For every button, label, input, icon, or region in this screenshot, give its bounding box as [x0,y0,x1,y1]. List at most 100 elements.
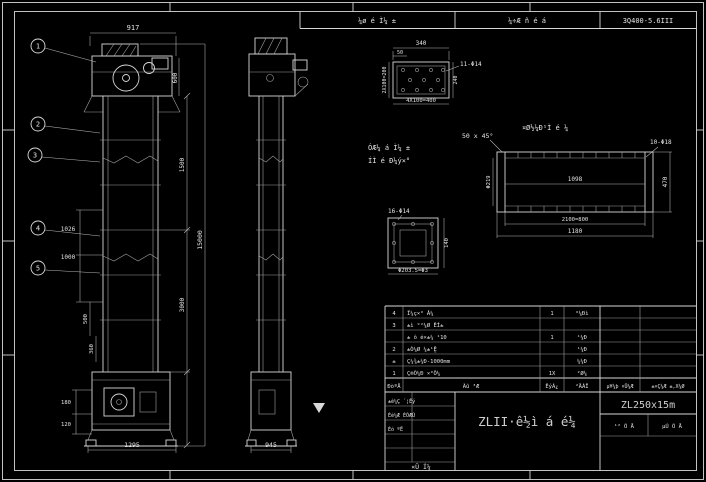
bom-header-unit: µ¥¼þ ×Ü¼Æ [606,383,633,390]
bom-row: 2 ±Ò¼Ø ¼±¹Ê̼ ¹¼Ð [392,345,587,353]
side-boot-door [258,389,276,415]
bom-cell-mat: ¹¼Ð [577,334,587,341]
balloon-5-label: 5 [36,265,40,273]
header-cell-2: ¼÷Æ ñ é á [508,17,546,25]
dim-casing-outer: 1180 [568,228,583,235]
plate-detail: 340 50 11-Φ14 2X100=200 240 4X100=400 [382,40,482,105]
bom-row: ± ô é×±¼ ¹10 1 ¹¼Ð [407,334,587,341]
head-pulley [112,64,140,92]
head-casing [91,55,173,97]
dim-top-width: 917 [127,24,140,32]
casing-detail: ¤Ø½¼Ð¹Ì é ¼ 50 x 45° 10-Φ18 1098 2100=80… [462,123,672,238]
dim-upper-height: 1500 [179,157,186,172]
dim-boot-a: 180 [61,400,71,406]
header-cell-1: ¼ø é Ì¼ ± [358,16,396,25]
flange-outline [387,217,439,269]
balloon-2-label: 2 [36,121,40,129]
bom-cell-mat: °¼Ðì [575,310,588,317]
bom-cell-qty: 1 [550,335,553,341]
balloon-4 [30,220,46,236]
bom-cell-name: ±ì °²¼Ø ÊÌ± [407,321,444,329]
dim-side-bottom-width: 945 [265,441,277,449]
side-head-casing [248,53,296,97]
side-view: 945 [245,37,325,453]
dim-left-b: 1000 [61,254,76,261]
bom-cell-name: ± ô é×±¼ ¹10 [407,334,447,341]
model-number: ZL250x15m [621,400,675,411]
note-line-1: ÓÆ¼ á Ì¼ ± [368,143,410,152]
dim-plate-right: 240 [453,75,459,84]
bom-cell-qty: 1X [549,371,556,377]
bom-header-note: ±×Ç¼Æ ±,X¼Ø [651,383,684,390]
drive-sprocket [143,62,155,74]
label-flange-holes: 16-Φ14 [388,208,410,215]
bom-row: 3 ±ì °²¼Ø ÊÌ± [392,321,444,329]
dim-plate-left: 2X100=200 [382,66,388,93]
dim-left-d: 360 [89,344,95,354]
drawing-code: 3Q400-5.6III [623,17,674,25]
dim-casing-mid: 2100=800 [562,217,589,223]
dim-casing-inner: 1098 [568,176,583,183]
label-plate-holes: 11-Φ14 [460,61,482,68]
bom-header-name: Ãû ³Æ [463,383,480,390]
dim-left-c: 500 [83,314,89,324]
sig-row-2: Éó ºË [388,425,403,433]
sig-row-1: Éè¼Æ ÈÕÆÚ [388,411,415,419]
dim-casing-left: Φ219 [486,175,492,188]
balloon-3-label: 3 [33,152,37,160]
balloon-4-label: 4 [36,225,40,233]
bom-row: 4 Ï¼ç×° Â¼ 1 °¼Ðì [392,310,588,317]
side-boot-casing [250,371,292,431]
dim-total-height: 15000 [196,230,204,250]
revision-header: ¼ø é Ì¼ ± ¼÷Æ ñ é á 3Q400-5.6III [299,11,697,29]
dim-flange-right: 140 [444,238,450,248]
bom-cell-no: 3 [392,323,395,329]
sheet-type-label: ×Ü Í¼ [411,462,431,471]
bom-cell-mat: ²Ø¼ [577,370,587,377]
dim-left-a: 1026 [61,226,76,233]
front-view: 1 2 3 4 5 917 600 1026 1000 500 360 [27,24,206,453]
bom-cell-mat: ¹¼Ð [577,346,587,353]
bom-cell-name: Ç¼¾±¼Ð-1000mm [407,359,451,365]
bom-cell-name: Ï¼ç×° Â¼ [407,310,434,317]
title-block: ZL250x15m ¹² Õ Å µÚ Õ Å ZLII·ê½ì á é¼ ±ê… [385,392,697,471]
bom-row: 1 Ç®Õ¼Ð ×°Ô¼ 1X ²Ø¼ [392,370,587,377]
casing-outline [496,151,654,213]
bom-table: ÐòºÅ Ãû ³Æ ÊýÁ¿ ²ÄÁÏ µ¥¼þ ×Ü¼Æ ±×Ç¼Æ ±,X… [384,305,697,471]
bom-cell-no: 2 [392,347,395,353]
foot-right [165,439,177,447]
drawing-title: ZLII·ê½ì á é¼ [478,414,576,429]
dim-boot-b: 120 [61,422,71,428]
plate-outline [392,61,450,99]
balloon-1 [30,38,46,54]
sig-row-0: ±ê¼Ç ´¦Êý [388,397,415,405]
bom-cell-name: Ç®Õ¼Ð ×°Ô¼ [407,370,440,377]
dim-mid-height: 3000 [179,297,186,312]
bom-header-qty: ÊýÁ¿ [545,382,558,390]
casing-caption: ¤Ø½¼Ð¹Ì é ¼ [522,123,568,132]
balloon-5 [30,260,46,276]
bom-header-mat: ²ÄÁÏ [575,383,588,390]
balloon-2 [30,116,46,132]
bom-cell-mat: ¼¼Ð [577,359,587,365]
drive-motor [151,57,169,70]
label-chamfer: 50 x 45° [462,132,493,140]
dim-flange-bottom: Φ203.5=Φ3 [398,268,428,274]
dim-plate-bottom: 4X100=400 [406,98,436,104]
bom-cell-no: 1 [392,371,395,377]
inspection-door [103,387,135,417]
dim-casing-right: 470 [662,176,669,187]
bom-cell-no: ± [392,359,396,365]
dim-head-height: 600 [172,72,179,83]
dim-bottom-width: 1295 [124,441,140,449]
sheet-count-label: ¹² Õ Å [614,423,635,430]
bom-cell-no: 4 [392,311,396,317]
foot-left [85,439,97,447]
label-casing-holes: 10-Φ18 [650,139,672,146]
bom-cell-name: ±Ò¼Ø ¼±¹Ê̼ [407,345,437,353]
dim-plate-offset: 50 [397,50,403,56]
section-marker [313,403,325,413]
balloon-3 [27,147,43,163]
